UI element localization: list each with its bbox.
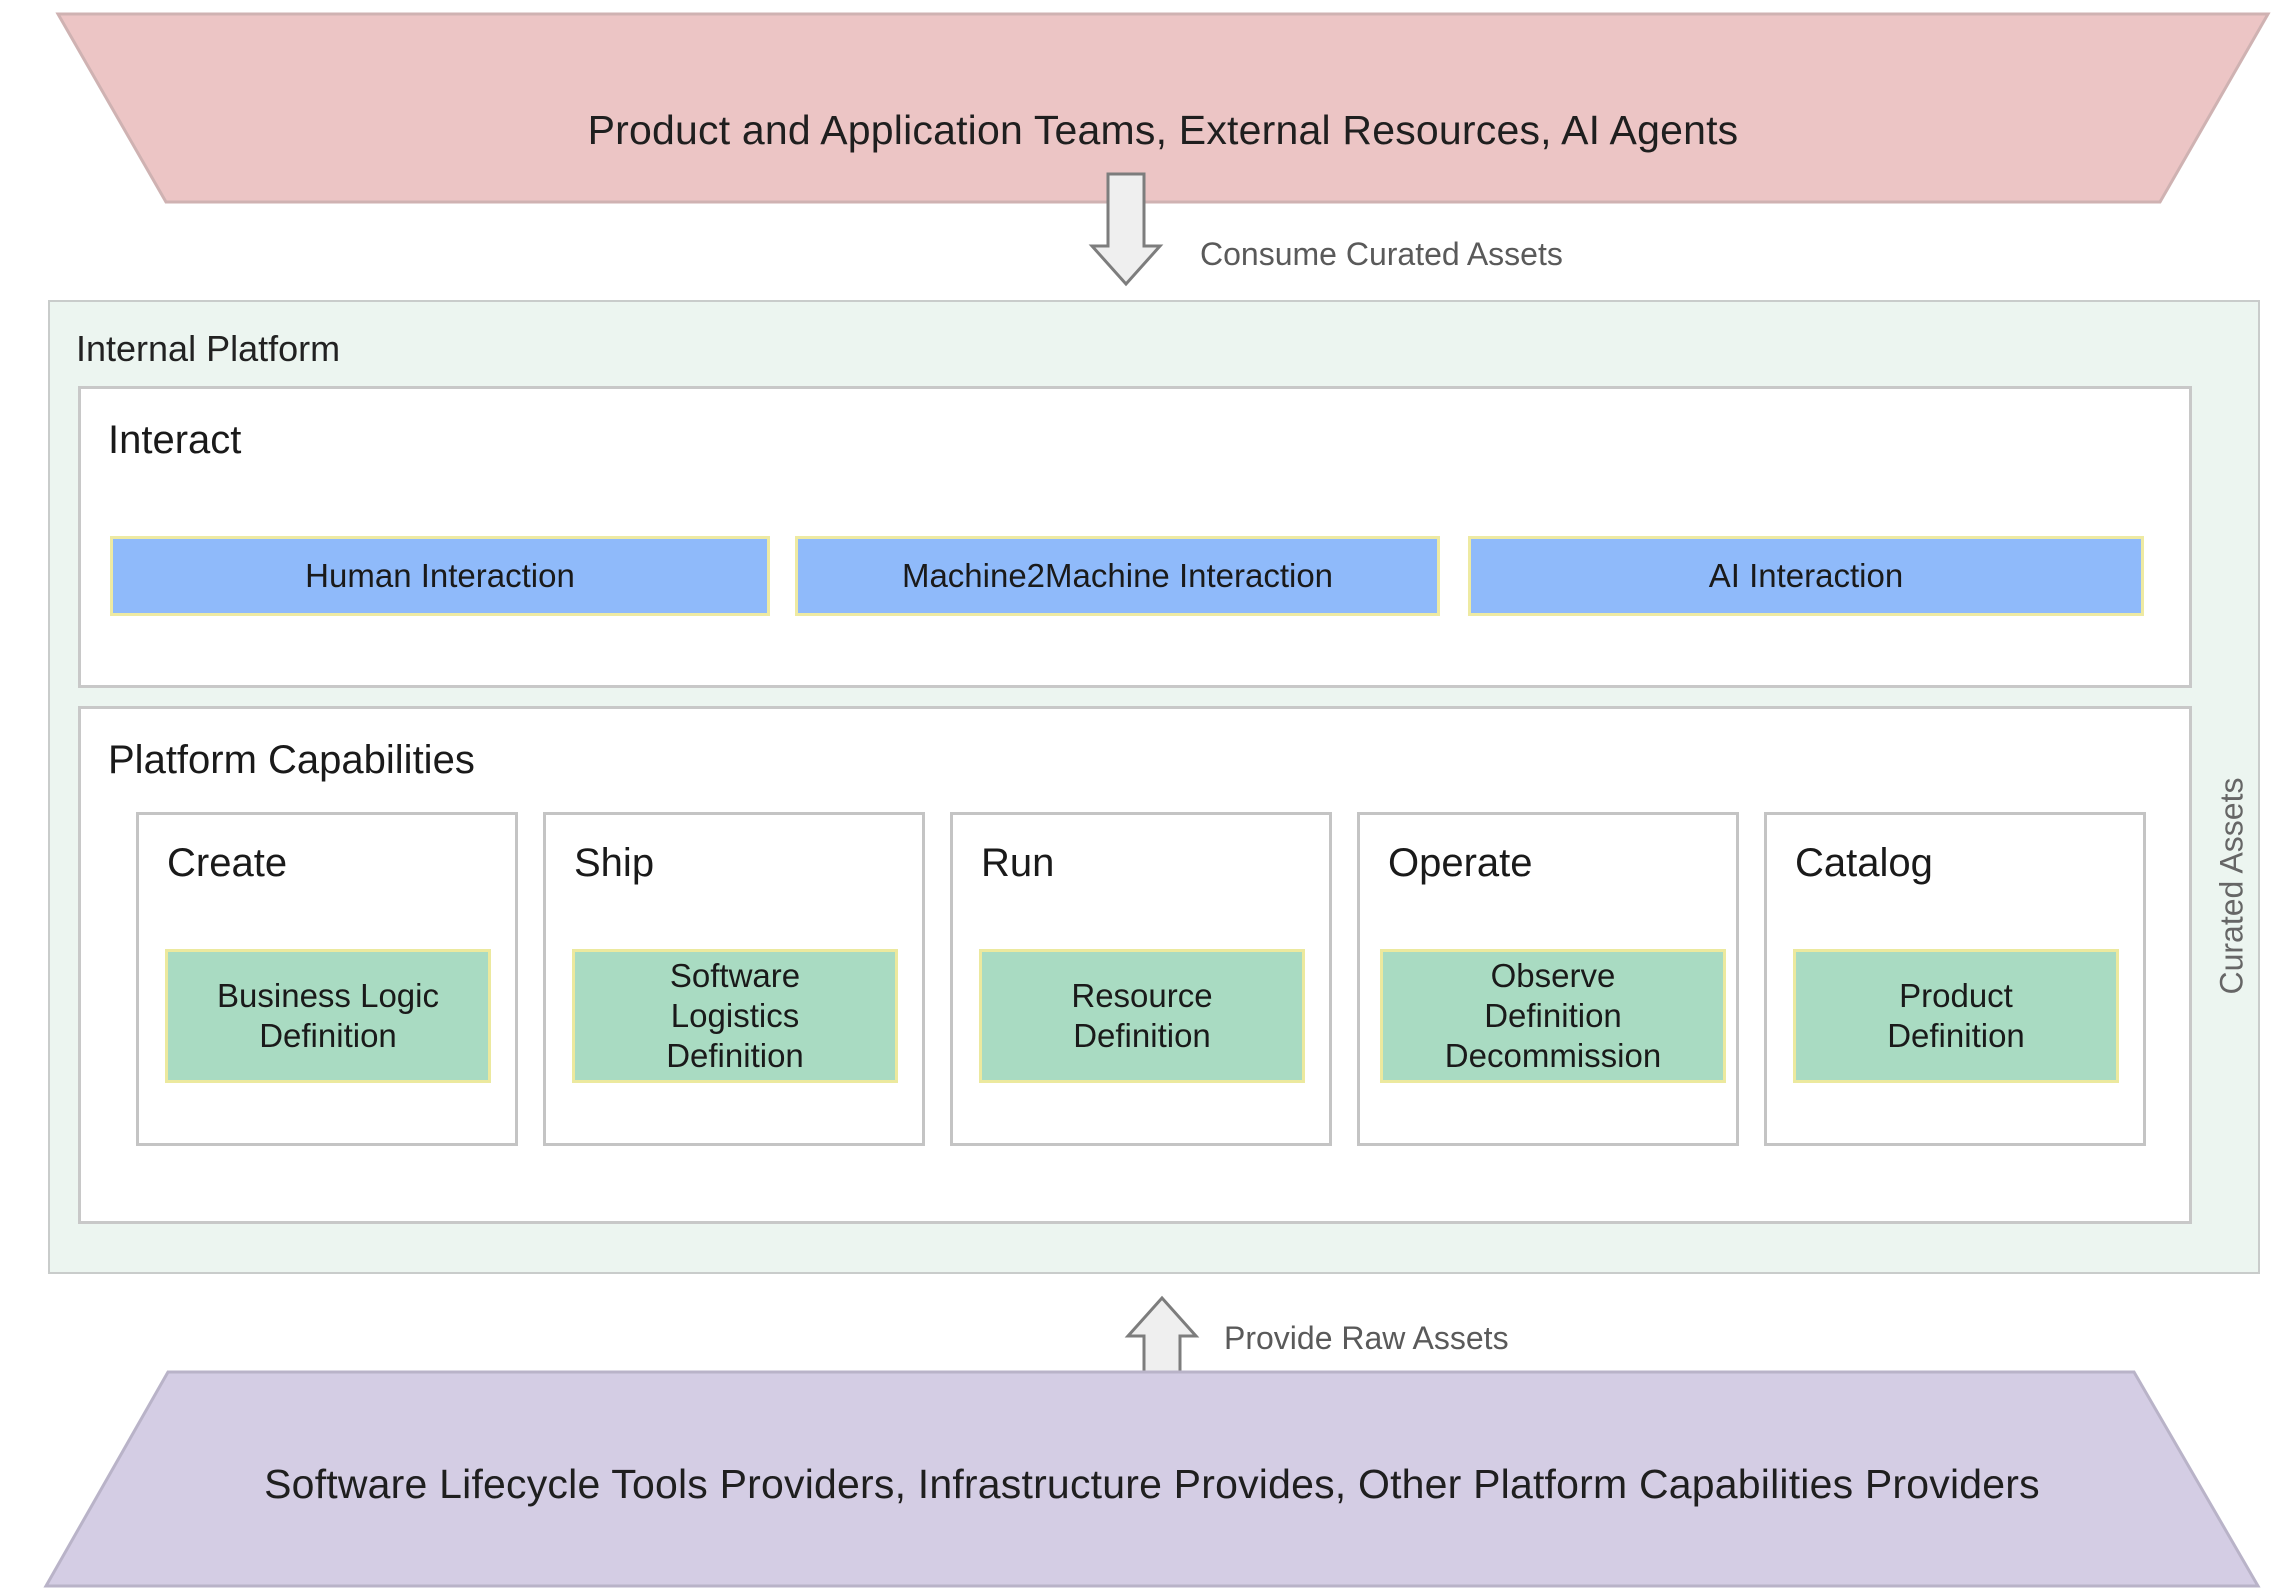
consumers-layer-shape: [55, 12, 2271, 204]
capability-item: Software Logistics Definition: [572, 949, 898, 1083]
capability-item: Business Logic Definition: [165, 949, 491, 1083]
down-arrow-icon: [1088, 172, 1164, 287]
internal-platform-title: Internal Platform: [76, 328, 341, 369]
capability-title: Create: [167, 841, 288, 885]
machine2machine-interaction-bar: Machine2Machine Interaction: [795, 536, 1440, 616]
capability-card-catalog: Catalog Product Definition: [1764, 812, 2146, 1146]
capability-item: Resource Definition: [979, 949, 1305, 1083]
consume-arrow-label: Consume Curated Assets: [1200, 236, 1563, 272]
human-interaction-bar: Human Interaction: [110, 536, 770, 616]
interact-title: Interact: [108, 418, 242, 462]
curated-assets-side-label: Curated Assets: [2213, 777, 2250, 995]
capability-title: Run: [981, 841, 1055, 885]
capability-item: Observe Definition Decommission: [1380, 949, 1726, 1083]
ai-interaction-bar: AI Interaction: [1468, 536, 2144, 616]
capability-card-operate: Operate Observe Definition Decommission: [1357, 812, 1739, 1146]
platform-capabilities-title: Platform Capabilities: [108, 738, 475, 782]
capability-card-ship: Ship Software Logistics Definition: [543, 812, 925, 1146]
consumers-layer-label: Product and Application Teams, External …: [587, 106, 1739, 153]
capability-card-create: Create Business Logic Definition: [136, 812, 518, 1146]
capability-item: Product Definition: [1793, 949, 2119, 1083]
capability-card-run: Run Resource Definition: [950, 812, 1332, 1146]
provide-arrow-label: Provide Raw Assets: [1224, 1320, 1509, 1356]
capability-title: Catalog: [1795, 841, 1933, 885]
capability-title: Ship: [574, 841, 655, 885]
providers-layer-shape: [43, 1370, 2261, 1588]
providers-layer-label: Software Lifecycle Tools Providers, Infr…: [264, 1460, 2040, 1507]
capability-title: Operate: [1388, 841, 1533, 885]
